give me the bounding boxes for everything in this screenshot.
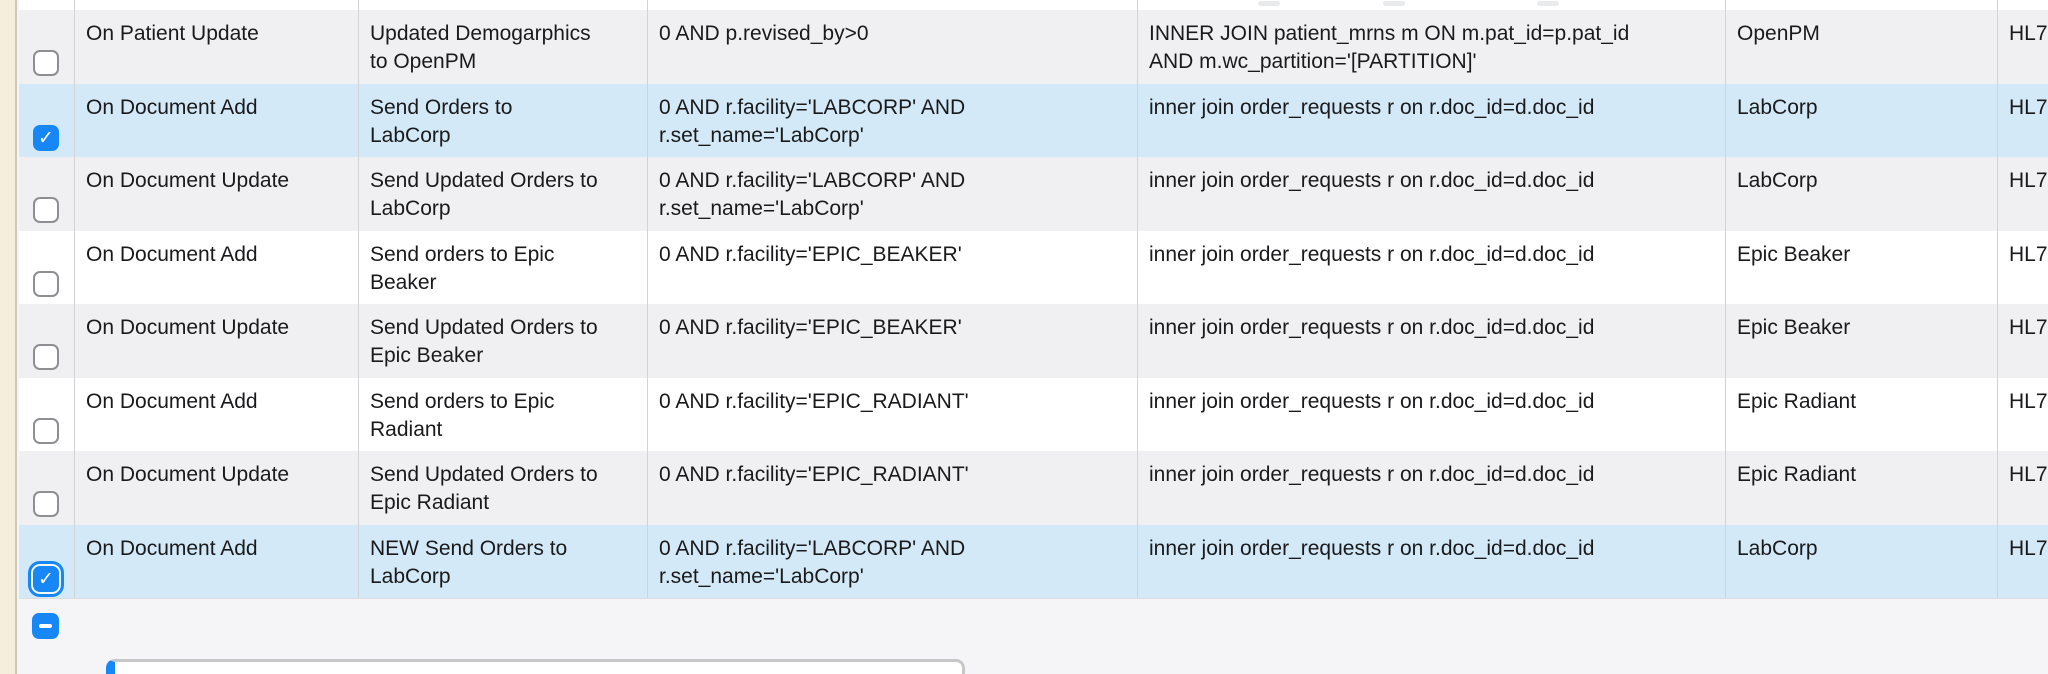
header-cell	[359, 0, 648, 12]
header-cell	[19, 0, 75, 12]
row-checkbox[interactable]: ✓	[33, 125, 59, 151]
cell-description: Send Updated Orders to LabCorp	[359, 157, 648, 231]
cell-join-clause: inner join order_requests r on r.doc_id=…	[1138, 451, 1726, 525]
cell-join-clause: inner join order_requests r on r.doc_id=…	[1138, 157, 1726, 231]
cell-protocol: HL7	[2009, 95, 2048, 119]
cell-facility: Epic Beaker	[1726, 230, 1998, 304]
cell-description: NEW Send Orders to LabCorp	[359, 524, 648, 598]
cell-protocol: HL7	[2009, 22, 2048, 45]
cell-protocol: HL7	[2009, 389, 2048, 413]
cell-join-clause: inner join order_requests r on r.doc_id=…	[1138, 377, 1726, 451]
cell-facility: LabCorp	[1726, 157, 1998, 231]
checkbox-cell	[19, 377, 75, 451]
cell-facility: Epic Radiant	[1726, 451, 1998, 525]
checkbox-cell	[19, 451, 75, 525]
header-cell	[648, 0, 1138, 12]
cell-description: Send Updated Orders to Epic Radiant	[359, 451, 648, 525]
row-checkbox[interactable]	[33, 417, 59, 444]
cell-protocol: HL7	[2009, 536, 2048, 560]
cell-event: On Document Add	[75, 230, 359, 304]
row-checkbox[interactable]	[33, 270, 59, 297]
cropped-header-row	[19, 0, 2048, 12]
cell-facility: OpenPM	[1726, 10, 1998, 84]
table-body: On Patient Update Updated Demogarphics t…	[19, 10, 2048, 598]
cell-protocol: HL7	[2009, 463, 2048, 486]
checkbox-cell	[19, 157, 75, 231]
header-remnant	[1258, 1, 1280, 6]
cell-join-clause: inner join order_requests r on r.doc_id=…	[1138, 524, 1726, 598]
cell-event: On Document Add	[75, 83, 359, 157]
cell-description: Send orders to Epic Beaker	[359, 230, 648, 304]
cell-join-clause: inner join order_requests r on r.doc_id=…	[1138, 83, 1726, 157]
cell-facility: LabCorp	[1726, 83, 1998, 157]
cell-condition: 0 AND r.facility='LABCORP' AND r.set_nam…	[648, 524, 1138, 598]
cell-protocol: HL7	[2009, 169, 2048, 192]
header-cell	[75, 0, 359, 12]
checkbox-cell	[19, 304, 75, 378]
table-row[interactable]: ✓ On Document Add NEW Send Orders to Lab…	[19, 524, 2048, 598]
cell-event: On Patient Update	[75, 10, 359, 84]
checkbox-cell	[19, 10, 75, 84]
cell-event: On Document Add	[75, 524, 359, 598]
event-actions-table: On Patient Update Updated Demogarphics t…	[19, 0, 2048, 599]
checkbox-cell: ✓	[19, 524, 75, 598]
cell-join-clause: inner join order_requests r on r.doc_id=…	[1138, 304, 1726, 378]
cell-event: On Document Add	[75, 377, 359, 451]
table-row[interactable]: On Document Add Send orders to Epic Radi…	[19, 377, 2048, 451]
cell-condition: 0 AND r.facility='EPIC_RADIANT'	[648, 451, 1138, 525]
cell-condition: 0 AND r.facility='EPIC_RADIANT'	[648, 377, 1138, 451]
row-checkbox[interactable]	[33, 491, 59, 517]
remove-row-button[interactable]	[32, 613, 59, 639]
header-remnant	[1383, 1, 1405, 6]
minus-icon	[39, 624, 52, 628]
table-row[interactable]: On Patient Update Updated Demogarphics t…	[19, 10, 2048, 84]
cell-description: Send orders to Epic Radiant	[359, 377, 648, 451]
cell-description: Send Orders to LabCorp	[359, 83, 648, 157]
cell-join-clause: inner join order_requests r on r.doc_id=…	[1138, 230, 1726, 304]
cell-condition: 0 AND r.facility='EPIC_BEAKER'	[648, 230, 1138, 304]
header-remnant	[1537, 1, 1559, 6]
table-row[interactable]: ✓ On Document Add Send Orders to LabCorp…	[19, 83, 2048, 157]
row-checkbox[interactable]	[33, 197, 59, 223]
cell-protocol: HL7	[2009, 316, 2048, 339]
row-checkbox[interactable]	[33, 50, 59, 76]
checkbox-cell: ✓	[19, 83, 75, 157]
header-cell	[1726, 0, 1998, 12]
cell-condition: 0 AND r.facility='EPIC_BEAKER'	[648, 304, 1138, 378]
table-row[interactable]: On Document Update Send Updated Orders t…	[19, 304, 2048, 378]
cell-event: On Document Update	[75, 304, 359, 378]
cell-protocol: HL7	[2009, 242, 2048, 266]
cell-join-clause: INNER JOIN patient_mrns m ON m.pat_id=p.…	[1138, 10, 1726, 84]
cell-facility: Epic Radiant	[1726, 377, 1998, 451]
cell-description: Updated Demogarphics to OpenPM	[359, 10, 648, 84]
cell-event: On Document Update	[75, 451, 359, 525]
detail-panel	[106, 659, 965, 674]
cell-event: On Document Update	[75, 157, 359, 231]
cell-condition: 0 AND r.facility='LABCORP' AND r.set_nam…	[648, 83, 1138, 157]
table-row[interactable]: On Document Update Send Updated Orders t…	[19, 157, 2048, 231]
table-row[interactable]: On Document Update Send Updated Orders t…	[19, 451, 2048, 525]
cell-facility: Epic Beaker	[1726, 304, 1998, 378]
header-cell	[1138, 0, 1726, 12]
table-row[interactable]: On Document Add Send orders to Epic Beak…	[19, 230, 2048, 304]
row-checkbox[interactable]	[33, 344, 59, 370]
row-checkbox[interactable]: ✓	[33, 566, 59, 592]
cell-condition: 0 AND p.revised_by>0	[648, 10, 1138, 84]
left-sidebar-edge	[0, 0, 17, 674]
cell-facility: LabCorp	[1726, 524, 1998, 598]
cell-description: Send Updated Orders to Epic Beaker	[359, 304, 648, 378]
checkbox-cell	[19, 230, 75, 304]
cell-condition: 0 AND r.facility='LABCORP' AND r.set_nam…	[648, 157, 1138, 231]
